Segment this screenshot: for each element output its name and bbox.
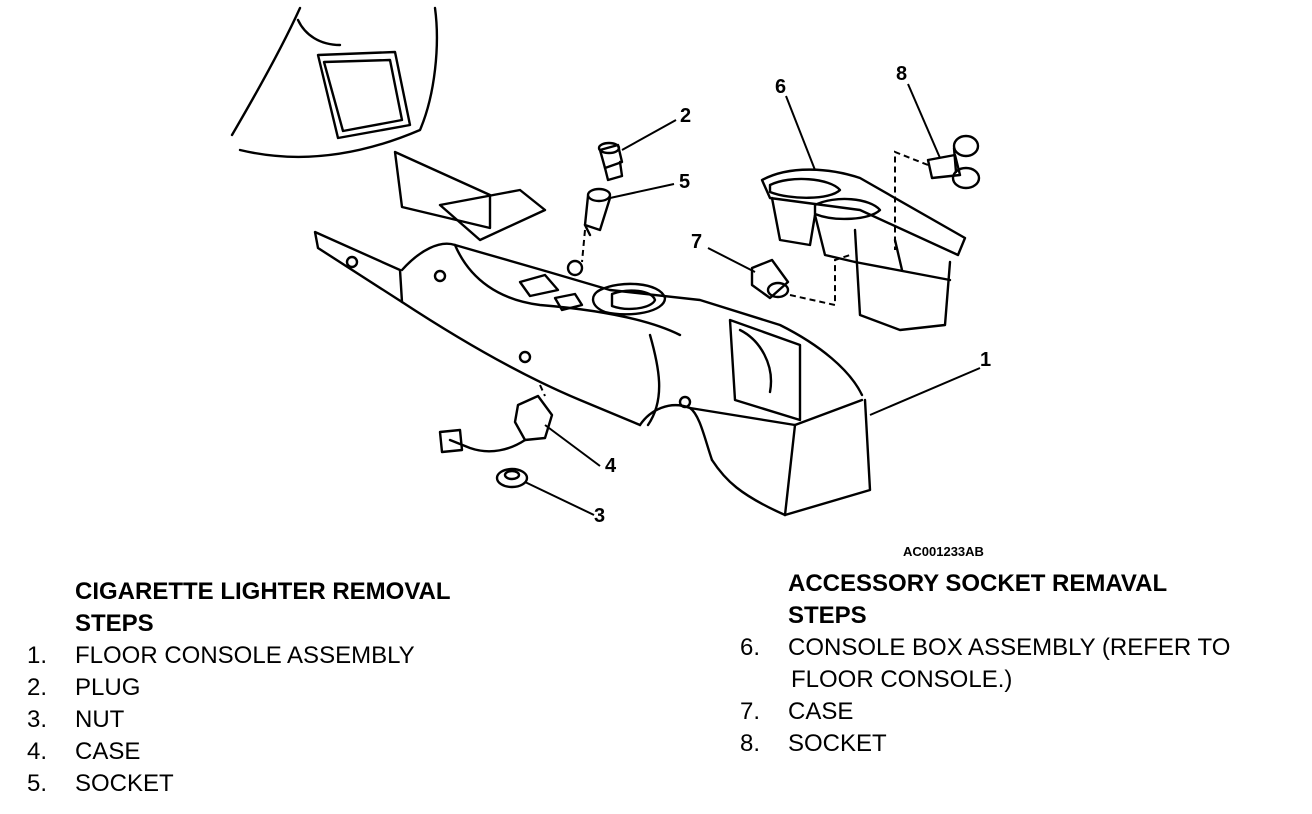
section-subtitle: STEPS (788, 602, 867, 629)
step-number: 2. (27, 674, 48, 701)
callout-7: 7 (691, 231, 702, 253)
socket-part-8 (926, 134, 981, 190)
step-text: NUT (75, 706, 125, 733)
step-row: 7. CASE (740, 696, 1230, 728)
step-text: PLUG (75, 674, 141, 701)
dash-line-5 (581, 229, 586, 263)
case-part-4 (438, 394, 554, 454)
cigarette-lighter-steps: CIGARETTE LIGHTER REMOVAL STEPS 1. FLOOR … (27, 576, 451, 800)
dash-line-7 (789, 254, 851, 307)
callout-1: 1 (980, 349, 991, 371)
leader-line-8 (907, 83, 941, 159)
step-row: 1. FLOOR CONSOLE ASSEMBLY (27, 640, 451, 672)
step-number: 8. (740, 730, 761, 757)
figure-code: AC001233AB (903, 544, 984, 559)
accessory-socket-steps: ACCESSORY SOCKET REMAVAL STEPS 6. CONSOLE… (740, 568, 1231, 760)
callout-8: 8 (896, 63, 907, 85)
dash-line-4 (539, 384, 546, 397)
exploded-view-diagram: 1 2 3 4 5 6 7 8 AC001233AB (230, 6, 991, 559)
step-text: CONSOLE BOX ASSEMBLY (REFER TO (788, 634, 1231, 661)
step-text: FLOOR CONSOLE.) (791, 666, 1013, 693)
leader-line-1 (869, 367, 981, 416)
step-number: 1. (27, 642, 48, 669)
leader-line-6 (785, 95, 816, 171)
step-number: 7. (740, 698, 761, 725)
leader-line-3 (524, 481, 595, 516)
leader-line-5 (609, 183, 675, 199)
step-number: 6. (740, 634, 761, 661)
step-row: 8. SOCKET (740, 728, 1230, 760)
socket-part-5 (583, 187, 612, 237)
nut-part (495, 467, 529, 489)
step-text: CASE (75, 738, 141, 765)
step-number: 5. (27, 770, 48, 797)
callout-3: 3 (594, 505, 605, 527)
callout-4: 4 (605, 455, 617, 477)
section-subtitle: STEPS (75, 610, 154, 637)
step-row: 6. CONSOLE BOX ASSEMBLY (REFER TO (740, 632, 1231, 664)
step-text: FLOOR CONSOLE ASSEMBLY (75, 642, 415, 669)
floor-console-assembly (313, 150, 872, 517)
leader-line-2 (621, 119, 677, 151)
step-text: SOCKET (75, 770, 174, 797)
plug-part (597, 141, 624, 182)
step-row: 3. NUT (27, 704, 451, 736)
dashboard-fragment (230, 6, 439, 159)
step-row-continuation: FLOOR CONSOLE.) (788, 664, 1230, 696)
console-box-assembly (760, 168, 967, 332)
step-row: 5. SOCKET (27, 768, 451, 800)
dash-line-8 (894, 150, 929, 250)
leader-line-7 (707, 247, 756, 273)
section-title: ACCESSORY SOCKET REMAVAL (788, 570, 1168, 597)
step-number: 4. (27, 738, 48, 765)
callout-5: 5 (679, 171, 690, 193)
section-title: CIGARETTE LIGHTER REMOVAL (75, 578, 451, 605)
step-text: SOCKET (788, 730, 887, 757)
leader-line-4 (544, 424, 601, 467)
step-row: 4. CASE (27, 736, 451, 768)
case-part-7 (750, 258, 790, 300)
step-number: 3. (27, 706, 48, 733)
step-row: 2. PLUG (27, 672, 451, 704)
callout-2: 2 (680, 105, 691, 127)
callout-6: 6 (775, 76, 786, 98)
step-text: CASE (788, 698, 854, 725)
